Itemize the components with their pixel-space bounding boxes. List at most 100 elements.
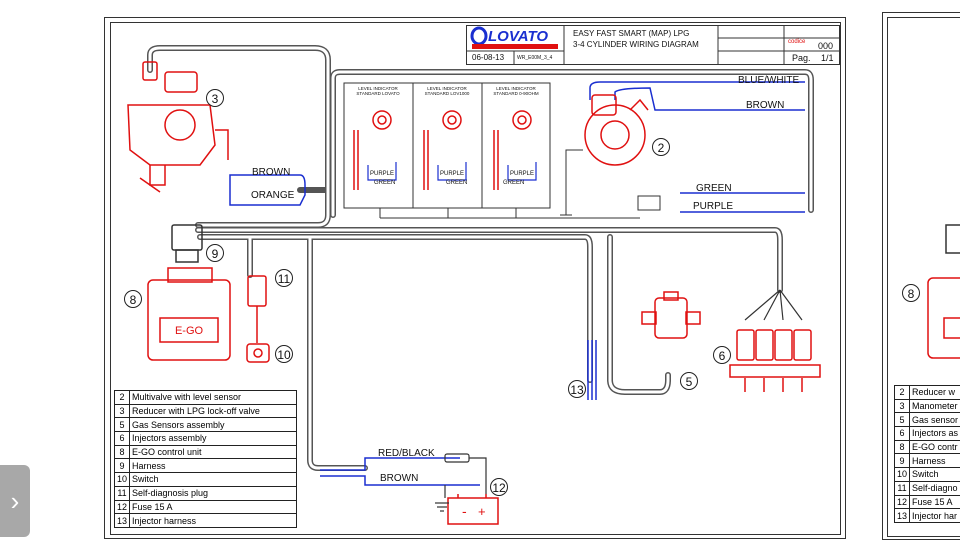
ecu-label: E-GO [175, 325, 204, 337]
legend-partial-description: Reducer w [909, 385, 960, 400]
title-block: LOVATO 06-08-13 WR_E00M_3_4 EASY FAST SM… [466, 25, 840, 65]
legend-partial-number: 8 [893, 439, 911, 455]
battery-12 [447, 494, 499, 525]
legend-number: 5 [113, 417, 131, 433]
legend-description: Gas Sensors assembly [129, 417, 297, 433]
legend-number: 8 [113, 444, 131, 460]
legend-number: 2 [113, 390, 131, 405]
callout-6: 6 [713, 346, 731, 364]
title-date: 06-08-13 [472, 53, 505, 62]
level-indicator-2-title: LEVEL INDICATOR [427, 86, 467, 91]
next-drawing-frame [887, 17, 960, 537]
legend-partial-number: 13 [893, 508, 911, 523]
legend-description: Harness [129, 458, 297, 474]
wire-label-red-black: RED/BLACK [378, 448, 435, 459]
legend-description: Multivalve with level sensor [129, 390, 297, 405]
level-indicator-panels [343, 82, 661, 219]
legend-partial-number: 12 [893, 494, 911, 510]
wire-label-purple: PURPLE [693, 201, 734, 212]
blue-wires [229, 81, 805, 486]
legend-partial-number: 11 [893, 480, 911, 496]
callout-9: 9 [206, 244, 224, 262]
legend-number: 6 [113, 431, 131, 446]
wire-label-brown-bottom: BROWN [380, 473, 419, 484]
li1-purple: PURPLE [370, 171, 395, 177]
legend-partial-description: E-GO contr [909, 439, 960, 455]
legend-partial-description: Gas sensor [909, 412, 960, 428]
level-indicator-3: LEVEL INDICATOR STANDARD 0-90OHM [488, 86, 544, 96]
legend-partial-number: 10 [893, 467, 911, 482]
wire-label-green: GREEN [696, 183, 732, 194]
level-indicator-2-subtitle: STANDARD LOV1000 [424, 91, 470, 96]
connector-9 [171, 224, 203, 263]
legend-partial-description: Self-diagno [909, 480, 960, 496]
li3-green: GREEN [503, 180, 525, 186]
wire-label-brown: BROWN [252, 167, 291, 178]
fuse-12 [435, 453, 487, 512]
switch-10 [246, 343, 270, 363]
drawing-frame [110, 22, 841, 535]
callout-11: 11 [275, 269, 293, 287]
legend-partial-description: Injector har [909, 508, 960, 523]
next-page-button[interactable]: › [0, 465, 30, 537]
legend-partial-description: Injectors as [909, 426, 960, 441]
li1-green: GREEN [374, 180, 396, 186]
reducer-3 [127, 61, 229, 193]
legend-partial-description: Switch [909, 467, 960, 482]
level-indicator-3-title: LEVEL INDICATOR [496, 86, 536, 91]
brand-logo: LOVATO [488, 28, 548, 45]
legend-partial-description: Manometer [909, 398, 960, 414]
drawing-title-line1: EASY FAST SMART (MAP) LPG [573, 29, 690, 38]
callout-12: 12 [490, 478, 508, 496]
title-ref-code: WR_E00M_3_4 [517, 55, 553, 61]
legend-number: 9 [113, 458, 131, 474]
legend-partial-number: 2 [893, 385, 911, 400]
drawing-title-line2: 3-4 CYLINDER WIRING DIAGRAM [573, 40, 699, 49]
level-indicator-1: LEVEL INDICATOR STANDARD LOVATO [350, 86, 406, 96]
wire-label-brown-right: BROWN [746, 100, 785, 111]
legend-description: Reducer with LPG lock-off valve [129, 403, 297, 419]
callout-8: 8 [124, 290, 142, 308]
page-value: 1/1 [821, 53, 834, 63]
legend-partial-description: Fuse 15 A [909, 494, 960, 510]
code-label: codice [788, 39, 806, 45]
legend-number: 10 [113, 472, 131, 487]
callout-2: 2 [652, 138, 670, 156]
wire-label-blue-white: BLUE/WHITE [738, 75, 800, 86]
legend-partial-description: Harness [909, 453, 960, 469]
legend-partial-number: 5 [893, 412, 911, 428]
multivalve-2 [584, 94, 649, 166]
li2-purple: PURPLE [440, 171, 465, 177]
li3-purple: PURPLE [510, 171, 535, 177]
callout-5: 5 [680, 372, 698, 390]
level-indicator-1-subtitle: STANDARD LOVATO [356, 91, 400, 96]
callout-3: 3 [206, 89, 224, 107]
page-label: Pag. [792, 53, 811, 63]
legend-partial-number: 6 [893, 426, 911, 441]
legend-description: Injectors assembly [129, 431, 297, 446]
wire-label-orange: ORANGE [251, 190, 295, 201]
legend-number: 13 [113, 513, 131, 528]
legend-number: 11 [113, 485, 131, 501]
svg-text:+: + [478, 504, 486, 519]
legend-partial-number: 3 [893, 398, 911, 414]
